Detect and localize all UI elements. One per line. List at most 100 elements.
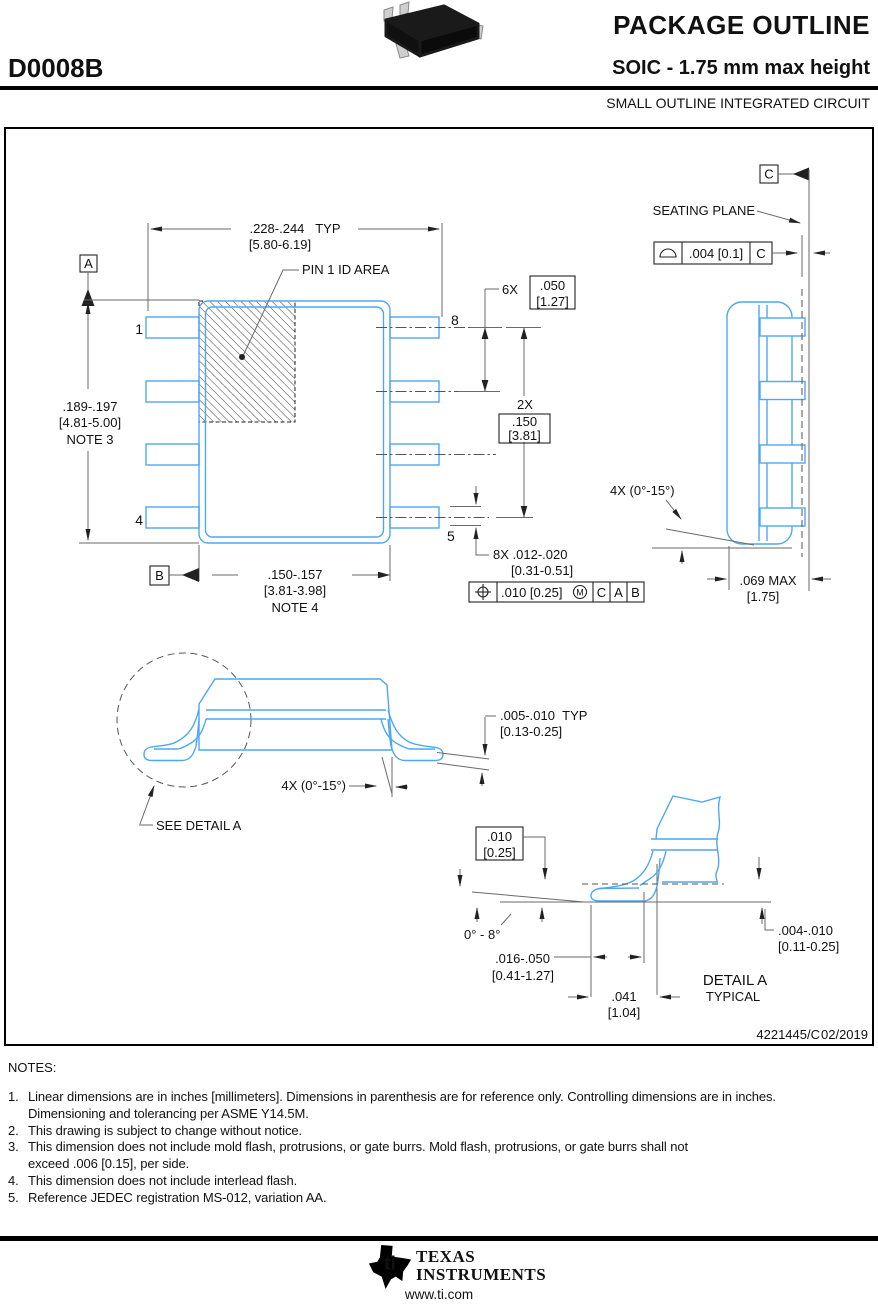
foot-angle-line xyxy=(471,891,585,903)
pins-left xyxy=(145,316,200,529)
pin-label-4: 4 xyxy=(135,512,143,528)
footer-url: www.ti.com xyxy=(404,1287,474,1302)
dim-length-in: .189-.197 xyxy=(63,399,118,414)
fcf-profile-datum: C xyxy=(756,246,765,261)
page-title: PACKAGE OUTLINE xyxy=(613,10,870,40)
note-1: 1. Linear dimensions are in inches [mill… xyxy=(8,1089,874,1123)
note-4-text: This dimension does not include interlea… xyxy=(28,1172,298,1188)
pin1-id-callout: PIN 1 ID AREA xyxy=(239,262,390,360)
front-view: 4X (0°-15°) SEE DETAIL A .005-.010 TYP xyxy=(116,652,587,833)
header-rule xyxy=(0,86,878,90)
side-leads xyxy=(759,317,806,527)
datum-c: C xyxy=(759,164,809,184)
datum-b: B xyxy=(149,565,199,586)
detail-a-lead xyxy=(590,795,722,902)
note-5: 5. Reference JEDEC registration MS-012, … xyxy=(8,1190,874,1207)
dim-pitch: 6X .050 [1.27] xyxy=(458,275,576,392)
note-2-num: 2. xyxy=(8,1122,19,1138)
dim-lead-thickness-in: .005-.010 TYP xyxy=(500,708,587,723)
drawing-number: 4221445/C xyxy=(756,1027,820,1042)
dim-lead-width-line2: [0.31-0.51] xyxy=(511,563,573,578)
dim-lead-thickness-mm: [0.13-0.25] xyxy=(500,724,562,739)
note-4-num: 4. xyxy=(8,1172,19,1188)
brand-wordmark: TEXAS INSTRUMENTS xyxy=(416,1248,546,1284)
package-body-inner xyxy=(204,306,385,538)
pin-label-8: 8 xyxy=(451,312,459,328)
dim-gauge-mm: [0.25] xyxy=(483,845,516,860)
pins-right xyxy=(389,316,440,529)
dim-foot-length-mm: [0.41-1.27] xyxy=(492,968,554,983)
see-detail-label: SEE DETAIL A xyxy=(156,818,242,833)
note-2-text: This drawing is subject to change withou… xyxy=(28,1122,303,1138)
front-body-outline xyxy=(198,678,393,751)
dim-body-width: .228-.244 TYP [5.80-6.19] xyxy=(147,221,443,317)
dim-standoff-mm: [0.11-0.25] xyxy=(778,939,839,954)
dim-span-mm: [3.81] xyxy=(508,428,541,443)
note-3-text: This dimension does not include mold fla… xyxy=(28,1139,689,1172)
notes-list: 1. Linear dimensions are in inches [mill… xyxy=(8,1089,874,1207)
front-lead-right xyxy=(380,709,444,762)
dim-foot-length: .016-.050 [0.41-1.27] xyxy=(492,951,642,983)
note-5-text: Reference JEDEC registration MS-012, var… xyxy=(28,1189,327,1205)
dim-foot: .041 [1.04] xyxy=(568,989,680,1020)
note-3-num: 3. xyxy=(8,1139,19,1155)
fcf-position-datum2: A xyxy=(614,585,623,600)
dim-height-mm: [1.75] xyxy=(747,589,780,604)
brand-line2: INSTRUMENTS xyxy=(416,1265,547,1284)
dim-width-in: .228-.244 TYP xyxy=(249,221,340,236)
drawing-frame: .228-.244 TYP [5.80-6.19] xyxy=(4,127,874,1046)
texas-glyph-icon: ti xyxy=(368,1245,412,1289)
detail-a-title: DETAIL A xyxy=(703,972,767,989)
package-body-outline xyxy=(198,300,391,544)
front-lead-angle: 4X (0°-15°) xyxy=(281,756,408,797)
package-category: SMALL OUTLINE INTEGRATED CIRCUIT xyxy=(606,95,870,111)
position-symbol-icon xyxy=(475,584,491,600)
profile-symbol-icon xyxy=(659,248,677,258)
dim-pitch-mm: [1.27] xyxy=(536,294,569,309)
side-view: C SEATING PLANE .004 [0.1] C xyxy=(610,164,831,604)
dim-length-note: NOTE 3 xyxy=(67,432,114,447)
technical-drawing: .228-.244 TYP [5.80-6.19] xyxy=(59,164,868,1042)
dim-body-in: .150-.157 xyxy=(268,567,323,582)
fcf-profile: .004 [0.1] C xyxy=(653,235,830,277)
ti-logo: ti TEXAS INSTRUMENTS xyxy=(368,1244,546,1290)
see-detail-callout: SEE DETAIL A xyxy=(139,785,242,833)
footer-rule xyxy=(0,1236,878,1241)
seating-plane-callout: SEATING PLANE xyxy=(653,203,801,224)
notes-title: NOTES: xyxy=(8,1060,57,1075)
datum-a-label: A xyxy=(84,256,93,271)
dim-span-qty: 2X xyxy=(517,397,533,412)
fcf-position-modifier: M xyxy=(576,588,584,598)
fcf-position-datum1: C xyxy=(597,585,606,600)
note-3: 3. This dimension does not include mold … xyxy=(8,1139,874,1173)
dim-height-in: .069 MAX xyxy=(739,573,796,588)
dim-gauge-in: .010 xyxy=(487,829,512,844)
detail-a-view: .010 [0.25] 0° - 8° .016-.050 [0.41-1.27… xyxy=(457,795,839,1020)
dim-height: .069 MAX [1.75] xyxy=(707,546,831,604)
pin-label-1: 1 xyxy=(135,321,143,337)
detail-a-circle xyxy=(116,652,252,788)
chip-photo xyxy=(383,1,484,59)
brand-line1: TEXAS xyxy=(416,1247,476,1266)
dim-foot-angle-label: 0° - 8° xyxy=(464,927,500,942)
package-subtitle: SOIC - 1.75 mm max height xyxy=(612,57,870,79)
side-lead-angle: 4X (0°-15°) xyxy=(610,483,792,564)
dim-foot-in: .041 xyxy=(611,989,636,1004)
fcf-profile-tol: .004 [0.1] xyxy=(689,246,743,261)
dim-body-length: .189-.197 [4.81-5.00] NOTE 3 xyxy=(59,299,199,544)
datum-c-label: C xyxy=(764,167,773,182)
dim-gauge: .010 [0.25] xyxy=(475,826,548,922)
fcf-position: .010 [0.25] M C A B xyxy=(468,581,645,603)
note-2: 2. This drawing is subject to change wit… xyxy=(8,1123,874,1140)
pin1-id-label: PIN 1 ID AREA xyxy=(302,262,390,277)
dim-lead-width-line1: 8X .012-.020 xyxy=(493,547,567,562)
side-body-outline xyxy=(726,301,793,545)
pin1-id-hatch xyxy=(198,300,296,423)
dim-standoff-in: .004-.010 xyxy=(778,923,833,938)
note-5-num: 5. xyxy=(8,1189,19,1205)
svg-text:ti: ti xyxy=(384,1253,396,1275)
revision-date: 02/2019 xyxy=(821,1027,868,1042)
dim-foot-length-in: .016-.050 xyxy=(495,951,550,966)
dim-body-note: NOTE 4 xyxy=(272,600,319,615)
datum-a: A xyxy=(79,254,98,306)
